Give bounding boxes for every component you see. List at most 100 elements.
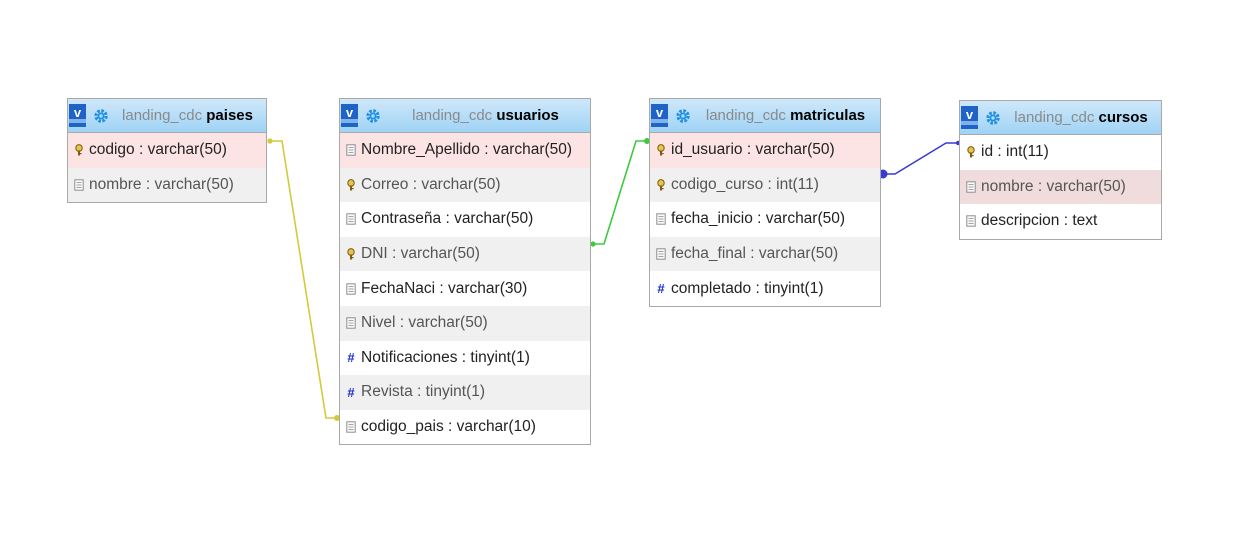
column-name: codigo [89,141,135,159]
table-title[interactable]: landing_cdc paises [109,107,266,124]
column-separator: : [751,279,765,297]
column-row[interactable]: Nivel : varchar(50) [340,305,590,341]
relation-usuarios-matriculas[interactable] [591,140,650,245]
toggle-columns-button[interactable]: v [341,104,358,127]
table-name: paises [206,107,253,124]
table-header[interactable]: v landing_cdc cursos [960,101,1161,135]
toggle-columns-button[interactable]: v [69,104,86,127]
column-row[interactable]: nombre : varchar(50) [960,169,1161,205]
key-icon [347,178,355,191]
column-separator: : [408,175,422,193]
database-name: landing_cdc [122,107,203,124]
column-type: varchar(50) [454,210,534,228]
toggle-columns-button[interactable]: v [961,106,978,129]
numeric-field-icon: # [347,384,355,400]
field-icon [346,317,356,329]
column-row[interactable]: Contraseña : varchar(50) [340,202,590,237]
column-row[interactable]: #completado : tinyint(1) [650,271,880,306]
table-name: matriculas [790,107,866,124]
gear-icon[interactable] [93,108,109,124]
field-icon [346,213,356,226]
column-separator: : [134,141,148,159]
column-row[interactable]: descripcion : text [960,204,1161,239]
field-icon [346,144,356,156]
table-paises[interactable]: v landing_cdc paises codigo : varchar(50… [67,98,267,204]
table-cursos[interactable]: v landing_cdc cursos id : int(11)nombre … [959,100,1162,240]
column-type: varchar(30) [448,279,528,297]
gear-icon[interactable] [675,108,691,124]
gear-icon[interactable] [365,108,381,124]
column-name: descripcion [981,212,1060,230]
column-name: id [981,143,994,161]
column-row[interactable]: Correo : varchar(50) [340,167,590,203]
key-icon [657,144,665,156]
column-row[interactable]: codigo_curso : int(11) [650,167,880,203]
relation-matriculas-cursos[interactable] [881,142,960,175]
column-type: int(11) [1006,143,1049,161]
table-name: cursos [1098,109,1148,126]
table-matriculas[interactable]: v landing_cdc matriculas id_usuario : va… [649,98,881,307]
column-name: nombre [89,175,142,193]
field-icon [74,179,84,191]
column-row[interactable]: fecha_final : varchar(50) [650,236,880,272]
column-type: varchar(50) [154,175,234,193]
table-title[interactable]: landing_cdc matriculas [691,107,880,124]
column-row[interactable]: Nombre_Apellido : varchar(50) [340,133,590,168]
column-separator: : [763,175,777,193]
column-list: id : int(11)nombre : varchar(50)descripc… [960,135,1161,239]
table-header[interactable]: v landing_cdc paises [68,99,266,133]
column-separator: : [457,348,471,366]
column-name: codigo_pais [361,418,444,436]
column-name: Nombre_Apellido [361,141,480,159]
column-row[interactable]: fecha_inicio : varchar(50) [650,202,880,237]
column-name: Revista [361,383,413,401]
column-type: varchar(50) [400,245,480,263]
gear-icon[interactable] [985,110,1001,126]
column-separator: : [141,175,155,193]
table-usuarios[interactable]: v landing_cdc usuarios Nombre_Apellido :… [339,98,591,446]
column-list: codigo : varchar(50)nombre : varchar(50) [68,133,266,203]
key-icon [75,144,83,156]
column-name: Nivel [361,314,396,332]
column-type: tinyint(1) [470,348,530,366]
column-name: id_usuario [671,141,743,159]
column-name: Notificaciones [361,348,458,366]
relation-paises-usuarios[interactable] [268,140,340,419]
column-type: text [1072,212,1098,230]
relation-paises-usuarios-start [267,138,273,144]
field-icon [346,421,356,433]
column-separator: : [435,279,449,297]
field-icon [966,181,976,193]
column-separator: : [993,143,1006,161]
column-name: FechaNaci [361,279,436,297]
key-icon [967,146,975,158]
column-separator: : [752,210,766,228]
table-header[interactable]: v landing_cdc usuarios [340,99,590,133]
table-header[interactable]: v landing_cdc matriculas [650,99,880,133]
column-row[interactable]: #Revista : tinyint(1) [340,375,590,410]
column-name: DNI [361,245,388,263]
toggle-columns-button[interactable]: v [651,104,668,127]
column-row[interactable]: id : int(11) [960,135,1161,170]
column-row[interactable]: #Notificaciones : tinyint(1) [340,341,590,376]
table-title[interactable]: landing_cdc usuarios [381,107,590,124]
column-row[interactable]: FechaNaci : varchar(30) [340,271,590,306]
column-type: varchar(10) [456,418,536,436]
column-row[interactable]: id_usuario : varchar(50) [650,133,880,168]
column-separator: : [395,314,409,332]
column-row[interactable]: nombre : varchar(50) [68,167,266,203]
key-icon [347,248,355,260]
table-title[interactable]: landing_cdc cursos [1001,109,1161,126]
column-name: Correo [361,175,409,193]
column-row[interactable]: codigo : varchar(50) [68,133,266,168]
column-row[interactable]: codigo_pais : varchar(10) [340,410,590,445]
database-name: landing_cdc [1014,109,1095,126]
column-separator: : [742,141,756,159]
column-name: Contraseña [361,210,442,228]
column-name: nombre [981,177,1034,195]
column-name: completado [671,279,752,297]
column-separator: : [1033,177,1047,195]
column-separator: : [745,245,759,263]
column-row[interactable]: DNI : varchar(50) [340,236,590,272]
